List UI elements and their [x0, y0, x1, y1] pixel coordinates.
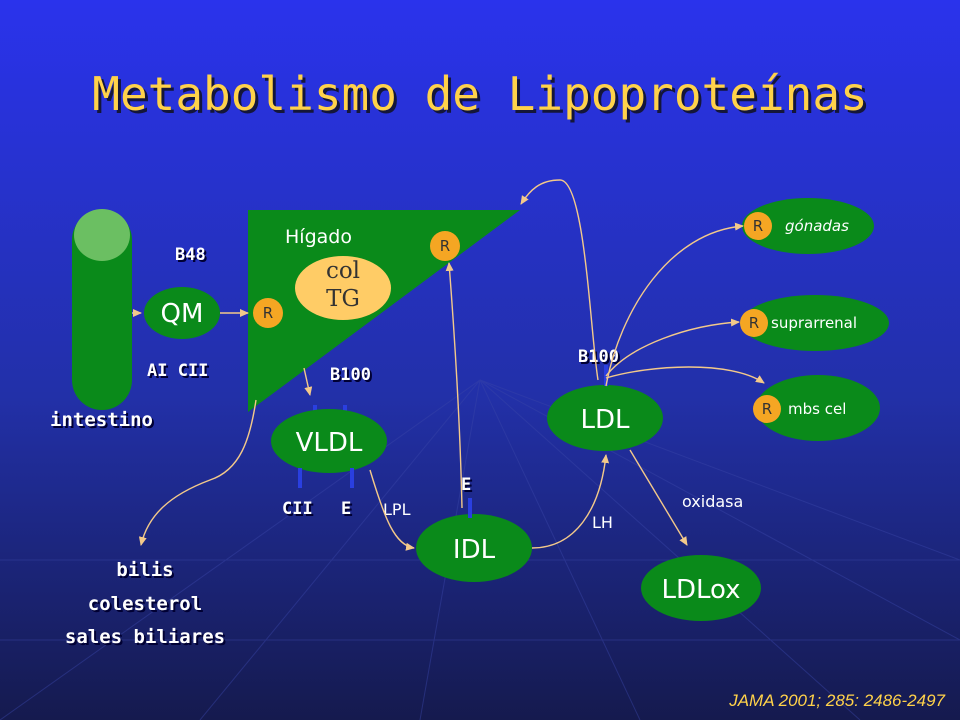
tg-label: TG — [326, 286, 360, 312]
col-tg-node — [295, 256, 391, 320]
liver-receptor-left — [253, 298, 283, 328]
page-title-shadow: Metabolismo de Lipoproteínas — [95, 70, 870, 124]
higado-label: Hígado — [285, 226, 352, 248]
colesterol-label: colesterol — [88, 593, 202, 615]
r-label: R — [762, 400, 772, 418]
ldl-label: LDL — [581, 405, 631, 435]
page-title: Metabolismo de Lipoproteínas — [92, 67, 867, 121]
liver-receptor-right — [430, 231, 460, 261]
target-suprarrenal — [740, 295, 889, 351]
ldlox-label: LDLox — [661, 575, 740, 605]
suprarrenal-label: suprarrenal — [771, 314, 857, 332]
vldl-label: VLDL — [296, 428, 363, 458]
r-label: R — [263, 304, 273, 322]
intestino-label-shadow: intestino — [52, 411, 155, 433]
bilis-label-shadow: bilis — [118, 561, 175, 583]
ai-cii-label: AI CII — [147, 361, 208, 381]
mbs-cel-label: mbs cel — [788, 400, 846, 418]
ldlox-node — [641, 555, 761, 621]
reference-citation: JAMA 2001; 285: 2486-2497 — [728, 691, 945, 710]
sales-biliares-label-shadow: sales biliares — [67, 628, 227, 650]
e-idl-label: E — [461, 475, 471, 495]
target-mbs-cel — [753, 375, 880, 441]
vldl-node — [271, 409, 387, 473]
col-label: col — [326, 258, 360, 284]
idl-node — [416, 514, 532, 582]
e-idl-label-shadow: E — [463, 477, 473, 497]
bilis-label: bilis — [116, 559, 173, 581]
intestino-label: intestino — [50, 409, 153, 431]
lpl-label: LPL — [383, 500, 411, 519]
oxidasa-label: oxidasa — [682, 492, 743, 511]
target-gonadas — [742, 198, 874, 254]
b100-liver-label: B100 — [330, 365, 371, 385]
idl-label: IDL — [453, 535, 496, 565]
e-vldl-label: E — [341, 499, 351, 519]
intestine-shape — [72, 209, 132, 410]
lh-label: LH — [592, 513, 613, 532]
qm-label: QM — [161, 299, 204, 329]
qm-node — [144, 287, 220, 339]
ai-cii-label-shadow: AI CII — [149, 363, 210, 383]
cii-label-shadow: CII — [284, 501, 315, 521]
b48-label-shadow: B48 — [177, 247, 208, 267]
ldl-node — [547, 385, 663, 451]
r-label: R — [749, 314, 759, 332]
b100-liver-label-shadow: B100 — [332, 367, 373, 387]
r-label: R — [753, 217, 763, 235]
sales-biliares-label: sales biliares — [65, 626, 225, 648]
colesterol-label-shadow: colesterol — [90, 595, 204, 617]
b100-ldl-label: B100 — [578, 347, 619, 367]
b48-label: B48 — [175, 245, 206, 265]
liver-triangle — [248, 210, 520, 412]
e-vldl-label-shadow: E — [343, 501, 353, 521]
cii-label: CII — [282, 499, 313, 519]
pathway-arrows — [132, 179, 765, 551]
r-label: R — [440, 237, 450, 255]
gonadas-label: gónadas — [785, 217, 849, 235]
